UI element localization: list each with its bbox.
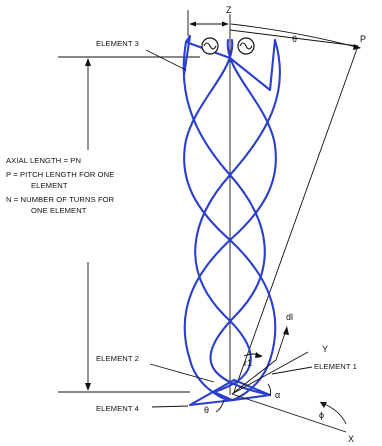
y-axis-label: Y xyxy=(322,344,328,354)
helix-element-1 xyxy=(182,40,272,397)
element-1-leader xyxy=(271,366,313,375)
element-2-label: ELEMENT 2 xyxy=(96,354,139,363)
r-prime-angle-arrow xyxy=(255,352,262,358)
element-1-label: ELEMENT 1 xyxy=(314,362,357,371)
phi-arc-arrow xyxy=(320,402,327,408)
turns-label-line1: N = NUMBER OF TURNS FOR xyxy=(6,195,115,204)
theta-top-arrow-right xyxy=(222,21,229,27)
pitch-length-label-line1: P = PITCH LENGTH FOR ONE xyxy=(6,170,114,179)
x-axis-line xyxy=(231,393,347,433)
sine-wave-source-icon xyxy=(201,37,219,55)
x-axis-label: X xyxy=(348,434,354,444)
theta-top-arrow-left xyxy=(189,21,196,27)
r-prime-angle-arc xyxy=(243,353,263,357)
element-4-label: ELEMENT 4 xyxy=(96,404,139,413)
element-2-leader xyxy=(149,363,215,383)
bottom-feed-cross xyxy=(212,390,234,402)
pitch-length-label-line2: ELEMENT xyxy=(31,181,68,190)
r-prime-label: r1 xyxy=(244,358,252,368)
theta-bottom-label: θ xyxy=(204,405,209,415)
alpha-arc xyxy=(267,383,272,397)
theta-top-label: θ xyxy=(292,34,297,44)
element-4-leader xyxy=(151,405,189,408)
alpha-label: α xyxy=(275,390,280,400)
turns-label-line2: ONE ELEMENT xyxy=(31,206,87,215)
point-p-label: P xyxy=(360,34,366,44)
helix-element-2 xyxy=(194,38,282,394)
dl-label: dl xyxy=(286,312,293,322)
element-3-leader xyxy=(145,49,187,71)
axial-length-top-arrow xyxy=(85,58,91,66)
theta-bottom-arc xyxy=(215,399,225,413)
axial-length-bottom-arrow xyxy=(85,383,91,391)
z-axis-label: Z xyxy=(226,5,232,15)
p-top-line xyxy=(229,29,359,47)
element-3-label: ELEMENT 3 xyxy=(96,39,139,48)
helix-element-4 xyxy=(183,38,277,402)
axial-length-label: AXIAL LENGTH = PN xyxy=(6,156,81,165)
top-feed-right xyxy=(184,38,277,92)
y-axis-line xyxy=(231,351,309,395)
helix-element-3 xyxy=(183,38,277,402)
top-feed-left xyxy=(182,34,192,77)
sine-wave-source-icon xyxy=(237,37,255,55)
phi-label: ϕ xyxy=(319,410,324,420)
dl-vector xyxy=(275,329,287,361)
dl-arrow xyxy=(283,326,289,335)
p-ray-line xyxy=(233,45,359,393)
r-prime-vector xyxy=(231,359,277,395)
